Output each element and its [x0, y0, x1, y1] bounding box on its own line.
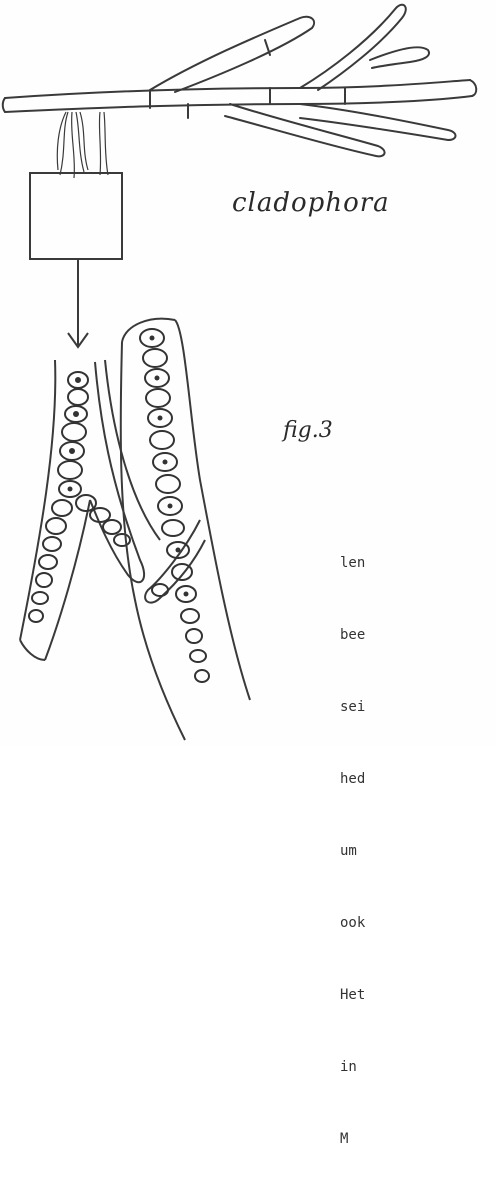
document-page: cladophora fig.3 len bee sei hed um ook …	[0, 0, 496, 745]
cells-right	[140, 329, 209, 682]
typed-line: um	[340, 839, 374, 863]
arrow-down	[68, 259, 88, 347]
cells-left	[29, 372, 130, 622]
figure-label: fig.3	[283, 418, 333, 443]
typed-line: sei	[340, 695, 374, 719]
cladophora-illustration	[0, 0, 496, 745]
typed-line: ook	[340, 911, 374, 935]
main-filament	[5, 80, 470, 98]
magnified-region-box	[30, 173, 122, 259]
typed-line: in	[340, 1055, 374, 1079]
magnified-filament-right	[121, 319, 250, 740]
cladophora-caption: cladophora	[232, 188, 390, 218]
typed-line: len	[340, 551, 374, 575]
typed-line: Het	[340, 983, 374, 1007]
typed-line: M	[340, 1127, 374, 1151]
upper-branch	[150, 17, 314, 92]
typed-text-fragment: len bee sei hed um ook Het in M	[340, 503, 374, 1199]
rhizoid-hairs	[57, 112, 108, 178]
typed-line: bee	[340, 623, 374, 647]
lower-branch	[225, 104, 385, 156]
typed-line: hed	[340, 767, 374, 791]
